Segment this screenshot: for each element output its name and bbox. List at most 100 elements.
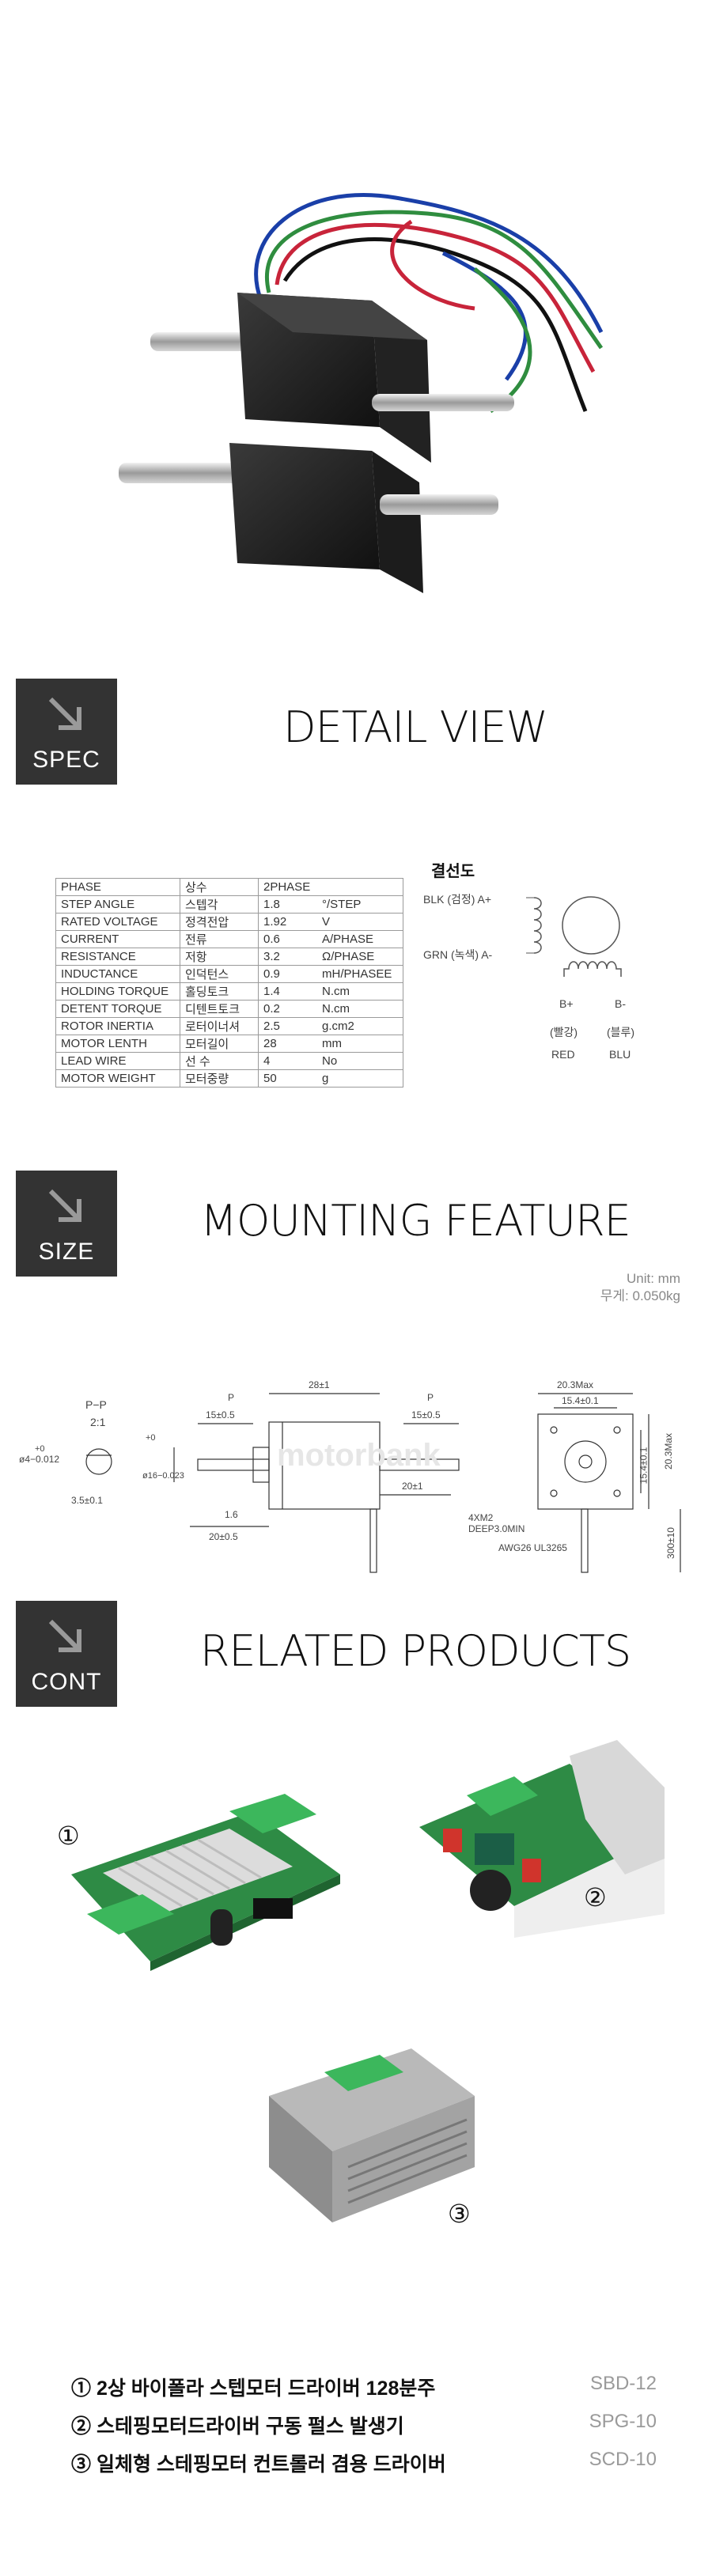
shaft-tol-top: +0 <box>35 1444 45 1454</box>
wire-b-plus-en: RED <box>551 1048 575 1061</box>
p-mark-left: P <box>228 1392 235 1403</box>
integrated-driver-illustration <box>269 2048 475 2222</box>
deep-label: DEEP3.0MIN <box>468 1523 525 1534</box>
product-row-spg10[interactable]: ② 스테핑모터드라이버 구동 펄스 발생기 SPG-10 <box>71 2403 657 2441</box>
spec-cell: 2.5 <box>258 1017 317 1035</box>
spec-cell: No <box>317 1052 403 1070</box>
dia16-tol: +0 <box>146 1433 156 1443</box>
mounting-drawing: P−P 2:1 +0 ø4−0.012 3.5±0.1 28±1 15±0.5 … <box>16 1345 696 1582</box>
len15b-label: 15±0.5 <box>411 1409 441 1420</box>
unit-info: Unit: mm 무게: 0.050kg <box>600 1270 680 1305</box>
spec-cell: 3.2 <box>258 948 317 966</box>
spec-cell: 0.2 <box>258 1000 317 1018</box>
len28-label: 28±1 <box>309 1379 330 1390</box>
spec-cell: 홀딩토크 <box>180 982 259 1001</box>
product-spg10-image <box>396 1740 680 1938</box>
spec-cell: RESISTANCE <box>55 948 180 966</box>
hero-motor-image <box>0 0 712 680</box>
product-name: ③ 일체형 스테핑모터 컨트롤러 겸용 드라이버 <box>71 2453 446 2476</box>
related-products-title: RELATED PRODUCTS <box>199 1626 631 1676</box>
spec-cell: 상수 <box>180 878 259 896</box>
weight-label: 무게: 0.050kg <box>600 1288 680 1303</box>
product-code: SPG-10 <box>589 2411 657 2432</box>
spec-cell: 전류 <box>180 930 259 948</box>
spec-cell: N.cm <box>317 1000 403 1018</box>
p-mark-right: P <box>427 1392 434 1403</box>
w20-3-label: 20.3Max <box>557 1379 594 1390</box>
product-row-scd10[interactable]: ③ 일체형 스테핑모터 컨트롤러 겸용 드라이버 SCD-10 <box>71 2441 657 2479</box>
spec-cell: HOLDING TORQUE <box>55 982 180 1001</box>
spec-cell: 선 수 <box>180 1052 259 1070</box>
spec-cell: 2PHASE <box>258 878 317 896</box>
flat-label: 3.5±0.1 <box>71 1495 103 1506</box>
product-list: ① 2상 바이폴라 스텝모터 드라이버 128분주 SBD-12 ② 스테핑모터… <box>71 2365 657 2479</box>
spec-cell: N.cm <box>317 982 403 1001</box>
wire-a-plus-label: BLK (검정) A+ <box>423 893 492 906</box>
spec-cell: 로터이너셔 <box>180 1017 259 1035</box>
cont-badge: CONT <box>16 1601 117 1707</box>
len15a-label: 15±0.5 <box>206 1409 235 1420</box>
ratio-label: 2:1 <box>90 1416 106 1428</box>
size-badge: SIZE <box>16 1171 117 1277</box>
len20b-label: 20±1 <box>402 1481 423 1492</box>
spec-cell: LEAD WIRE <box>55 1052 180 1070</box>
mounting-feature-title: MOUNTING FEATURE <box>200 1196 631 1246</box>
product-mark-1: ① <box>57 1821 80 1850</box>
spec-cell: 1.8 <box>258 895 317 914</box>
spec-cell: RATED VOLTAGE <box>55 913 180 931</box>
cont-badge-label: CONT <box>31 1669 102 1695</box>
lead-len-label: 300±10 <box>665 1527 676 1559</box>
spec-cell: CURRENT <box>55 930 180 948</box>
product-row-sbd12[interactable]: ① 2상 바이폴라 스텝모터 드라이버 128분주 SBD-12 <box>71 2365 657 2403</box>
wire-b-minus-label: B- <box>615 997 626 1010</box>
spec-cell: °/STEP <box>317 895 403 914</box>
arrow-down-right-icon <box>48 697 81 730</box>
product-mark-3: ③ <box>448 2200 471 2228</box>
len1-6-label: 1.6 <box>225 1509 238 1520</box>
spec-cell: 1.4 <box>258 982 317 1001</box>
product-code: SBD-12 <box>589 2373 657 2394</box>
dia16-label: ø16−0.023 <box>142 1471 184 1481</box>
spec-cell: g <box>317 1069 403 1088</box>
wire-b-plus-label: B+ <box>559 997 574 1010</box>
wire-b-minus-kr: (블루) <box>607 1026 635 1038</box>
drawing-lines <box>85 1393 681 1573</box>
spec-cell: PHASE <box>55 878 180 896</box>
product-scd10-image <box>253 2033 490 2230</box>
hole-label: 4XM2 <box>468 1512 494 1523</box>
product-mark-2: ② <box>584 1883 607 1912</box>
spec-cell: 50 <box>258 1069 317 1088</box>
spec-cell: 0.6 <box>258 930 317 948</box>
spec-cell: 저항 <box>180 948 259 966</box>
spec-cell: MOTOR LENTH <box>55 1035 180 1053</box>
spec-cell: mm <box>317 1035 403 1053</box>
watermark: motorbank <box>277 1438 441 1473</box>
spec-cell: 모터중량 <box>180 1069 259 1088</box>
stepper-motor-illustration <box>119 193 604 593</box>
product-name: ① 2상 바이폴라 스텝모터 드라이버 128분주 <box>71 2377 436 2400</box>
spec-cell <box>317 878 403 896</box>
wiring-diagram: 결선도 BLK (검정) A+ GRN (녹색) A- B+ B- (빨강) (… <box>423 858 684 1095</box>
spec-cell: A/PHASE <box>317 930 403 948</box>
spec-cell: mH/PHASEE <box>317 965 403 983</box>
w15-4-label: 15.4±0.1 <box>562 1395 599 1406</box>
wire-a-minus-label: GRN (녹색) A- <box>423 948 493 961</box>
pp-label: P−P <box>85 1398 107 1411</box>
spec-badge: SPEC <box>16 679 117 785</box>
spec-cell: Ω/PHASE <box>317 948 403 966</box>
h15-4-label: 15.4±0.1 <box>638 1447 650 1485</box>
wiring-title: 결선도 <box>431 863 475 880</box>
product-sbd12-image <box>55 1780 356 1977</box>
len20a-label: 20±0.5 <box>209 1531 238 1542</box>
driver-board-illustration <box>71 1794 340 1971</box>
spec-cell: 0.9 <box>258 965 317 983</box>
spec-cell: 스텝각 <box>180 895 259 914</box>
arrow-down-right-icon <box>48 1619 81 1652</box>
